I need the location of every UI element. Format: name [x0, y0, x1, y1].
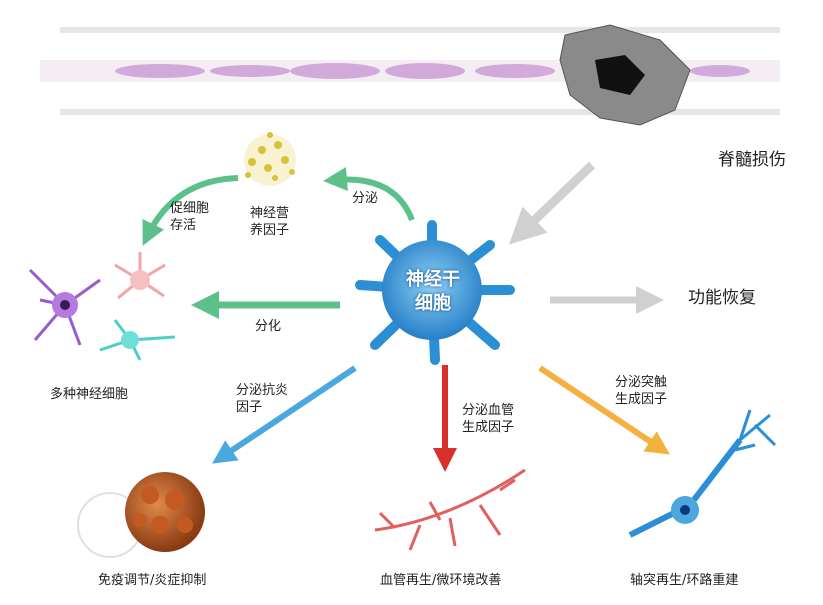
vessel-outcome-label: 血管再生/微环境改善 — [380, 573, 502, 588]
neural-cells-label: 多种神经细胞 — [50, 387, 129, 402]
differentiate-label: 分化 — [255, 319, 282, 334]
secrete-arrow — [323, 167, 415, 222]
anti-inflammatory-label: 分泌抗炎 因子 — [236, 383, 289, 415]
neural-stem-cell-icon — [355, 220, 515, 365]
immune-cell-icon — [77, 472, 205, 558]
functional-recovery-label: 功能恢复 — [688, 288, 756, 308]
anti-inflammatory-arrow — [212, 365, 357, 464]
angiogenic-label: 分泌血管 生成因子 — [462, 403, 515, 435]
injury-arrow — [508, 161, 596, 245]
secrete-label: 分泌 — [352, 191, 379, 206]
neurotrophic-factor-label: 神经营 养因子 — [250, 206, 290, 238]
immune-outcome-label: 免疫调节/炎症抑制 — [98, 573, 207, 588]
synaptogenic-label: 分泌突触 生成因子 — [615, 375, 668, 407]
injury-crack-icon — [559, 24, 691, 126]
axon-outcome-label: 轴突再生/环路重建 — [630, 573, 739, 588]
blood-vessel-icon — [374, 468, 526, 551]
promote-survival-label: 促细胞 存活 — [170, 201, 210, 233]
neurotrophic-factor-icon — [244, 132, 296, 186]
synaptogenic-arrow — [538, 365, 670, 455]
spinal-cord-injury-label: 脊髓损伤 — [718, 150, 786, 170]
axon-neuron-icon — [628, 409, 777, 538]
neural-stem-cell-label: 神经干 细胞 — [406, 269, 460, 314]
survival-arrow — [142, 175, 239, 246]
neural-cells-icon — [28, 252, 176, 361]
